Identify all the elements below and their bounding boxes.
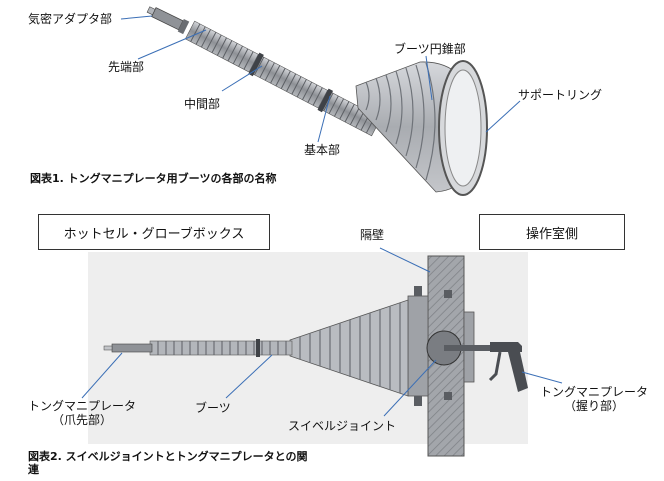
figure2-leader-lines — [81, 247, 563, 417]
label-manipulator-tip: トングマニプレータ （爪先部） — [12, 399, 152, 427]
label-boot-cone: ブーツ円錐部 — [394, 42, 466, 56]
manipulator-tip — [111, 343, 153, 353]
hot-cell-glovebox-box: ホットセル・グローブボックス — [38, 214, 270, 250]
boot-tube-section — [149, 340, 293, 356]
figure2-caption-line1: 図表2. スイベルジョイントとトングマニプレータとの関 — [28, 450, 308, 463]
label-airtight-adapter: 気密アダプタ部 — [28, 12, 113, 26]
label-tip-section: 先端部 — [108, 60, 145, 74]
label-partition-wall: 隔壁 — [360, 228, 385, 242]
figure2-caption: 図表2. スイベルジョイントとトングマニプレータとの関 連 — [28, 450, 308, 476]
label-boots: ブーツ — [195, 401, 231, 415]
label-support-ring: サポートリング — [518, 88, 603, 102]
manipulator-grip — [488, 342, 528, 392]
airtight-adapter — [146, 6, 190, 35]
figure2-caption-line2: 連 — [28, 463, 39, 476]
boot-tube — [184, 20, 382, 137]
boot-cone — [355, 60, 488, 196]
label-base-section: 基本部 — [304, 143, 341, 157]
label-manipulator-grip-line2: （握り部） — [563, 399, 624, 413]
figure1-boot-drawing — [146, 6, 488, 196]
label-manipulator-grip-line1: トングマニプレータ — [539, 385, 648, 399]
label-manipulator-tip-line1: トングマニプレータ — [27, 399, 136, 413]
operation-room-box: 操作室側 — [479, 214, 625, 250]
figure2-assembly — [103, 255, 528, 457]
label-middle-section: 中間部 — [184, 97, 221, 111]
label-swivel-joint: スイベルジョイント — [288, 419, 397, 433]
figure1-leader-lines — [120, 15, 521, 143]
figure1-caption: 図表1. トングマニプレータ用ブーツの各部の名称 — [30, 172, 277, 185]
label-manipulator-grip: トングマニプレータ （握り部） — [530, 385, 658, 413]
label-manipulator-tip-line2: （爪先部） — [51, 413, 112, 427]
